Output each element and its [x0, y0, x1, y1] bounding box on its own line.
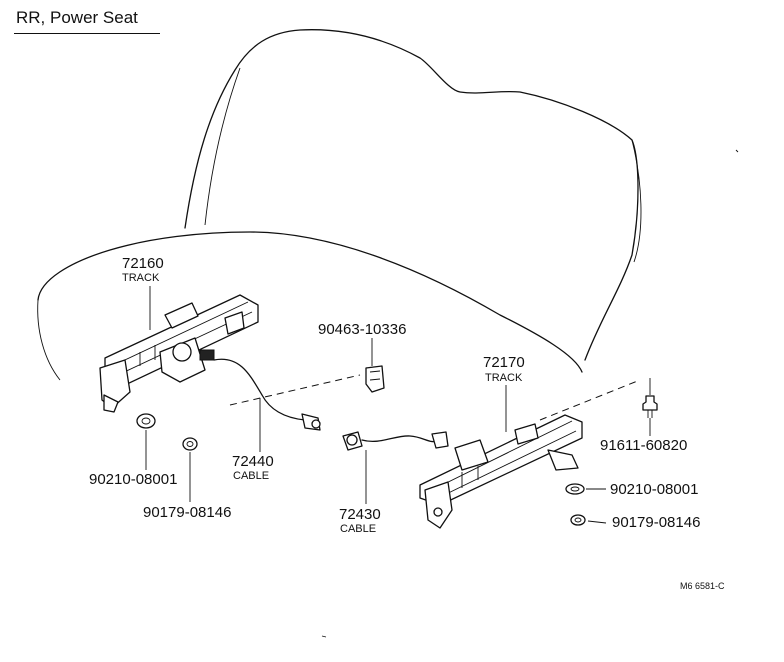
left-washer-part	[182, 437, 198, 451]
stray-mark	[321, 635, 327, 638]
seat-back-outline	[184, 29, 639, 361]
right-cable-plug	[431, 431, 449, 449]
left-cable-end	[311, 419, 321, 429]
left-nut-part	[136, 413, 156, 429]
label-cable-left-name: CABLE	[233, 470, 270, 482]
diagram-title: RR, Power Seat	[16, 8, 138, 27]
seat-right-guide-dash	[539, 379, 641, 421]
seat-cushion-dash	[229, 374, 361, 406]
right-track-assembly	[419, 414, 583, 529]
clip-part	[365, 365, 385, 393]
label-washer-left-number: 90179-08146	[143, 504, 232, 521]
right-nut-part	[565, 483, 585, 495]
seat-cushion-outline	[37, 231, 583, 373]
right-washer-part	[570, 514, 586, 526]
right-cable	[361, 435, 441, 443]
seat-cushion-front	[37, 299, 61, 381]
title-underline	[14, 33, 160, 34]
left-cable	[213, 358, 306, 421]
seat-back-right-edge	[631, 139, 642, 263]
label-nut-left-number: 90210-08001	[89, 471, 178, 488]
label-track-left-name: TRACK	[122, 272, 160, 284]
label-cable-right-name: CABLE	[340, 523, 377, 535]
right-cable-end	[346, 434, 358, 446]
label-track-right-number: 72170	[483, 354, 525, 371]
label-clip-number: 90463-10336	[318, 321, 407, 338]
label-cable-left-number: 72440	[232, 453, 274, 470]
label-nut-right-number: 90210-08001	[610, 481, 699, 498]
stray-mark-2	[735, 149, 739, 153]
label-track-right-name: TRACK	[485, 372, 523, 384]
leader-90179-right	[587, 520, 607, 524]
bolt-part	[642, 395, 658, 411]
label-washer-right-number: 90179-08146	[612, 514, 701, 531]
left-track-assembly	[99, 294, 259, 413]
seat-back-crease	[204, 67, 241, 226]
label-bolt-number: 91611-60820	[600, 437, 688, 454]
figure-code: M6 6581-C	[680, 581, 725, 591]
label-track-left-number: 72160	[122, 255, 164, 272]
label-cable-right-number: 72430	[339, 506, 381, 523]
